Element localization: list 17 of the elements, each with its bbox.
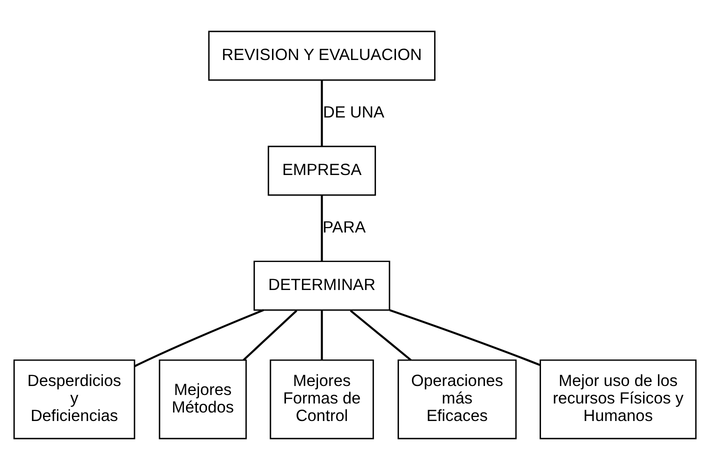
- connector: [350, 309, 412, 360]
- node-box: EMPRESA: [268, 145, 376, 196]
- connector: [320, 80, 323, 146]
- edge-label: DE UNA: [323, 102, 384, 121]
- node-box: DETERMINAR: [254, 260, 390, 310]
- node-box: Desperdicios y Deficiencias: [13, 358, 136, 439]
- edge-label: PARA: [322, 218, 366, 236]
- connector: [320, 194, 323, 261]
- node-box: REVISION Y EVALUACION: [208, 30, 436, 80]
- connector: [134, 308, 264, 367]
- connector: [242, 309, 298, 360]
- node-box: Mejores Formas de Control: [270, 358, 374, 439]
- node-box: Mejores Métodos: [158, 358, 247, 439]
- connector: [320, 310, 323, 360]
- node-box: Mejor uso de los recursos Físicos y Humanos: [540, 358, 697, 439]
- connector: [389, 308, 540, 366]
- node-box: Operaciones más Eficaces: [398, 358, 517, 439]
